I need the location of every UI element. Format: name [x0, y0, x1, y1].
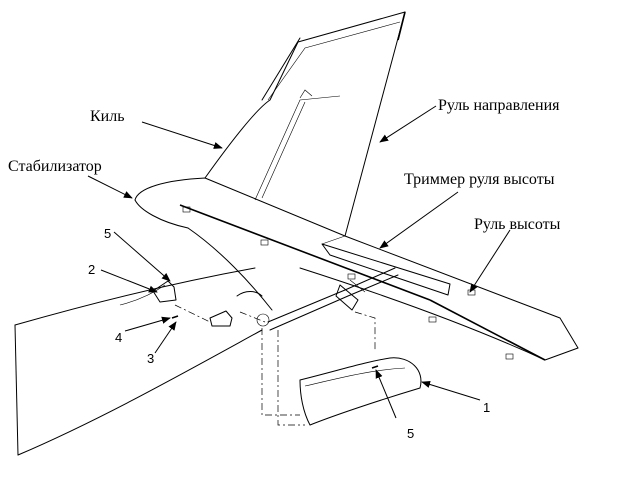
hinge-fittings	[182, 206, 514, 360]
vertical-fin	[204, 11, 406, 201]
elevator-trim-tab	[321, 243, 451, 296]
rudder-label: Руль направления	[438, 97, 560, 114]
control-linkage	[256, 267, 399, 331]
horizontal-stabilizer	[134, 177, 579, 361]
part-number-2: 2	[88, 262, 95, 277]
rudder	[344, 11, 406, 237]
detached-fairings	[152, 280, 233, 327]
callout-leaders	[87, 105, 511, 419]
part-number-1: 1	[483, 400, 490, 415]
part-number-4: 4	[115, 330, 122, 345]
elevator-trim-label: Триммер руля высоты	[404, 171, 555, 188]
fuselage	[14, 267, 263, 456]
exploded-view-lines	[174, 304, 376, 426]
fin-label: Киль	[90, 108, 125, 125]
part-number-5-bottom: 5	[407, 426, 414, 441]
part-number-5-top: 5	[104, 226, 111, 241]
tail-cone-fairing	[299, 357, 422, 426]
elevator-label: Руль высоты	[474, 216, 561, 233]
stabilizer-label: Стабилизатор	[8, 158, 102, 175]
part-number-3: 3	[147, 351, 154, 366]
